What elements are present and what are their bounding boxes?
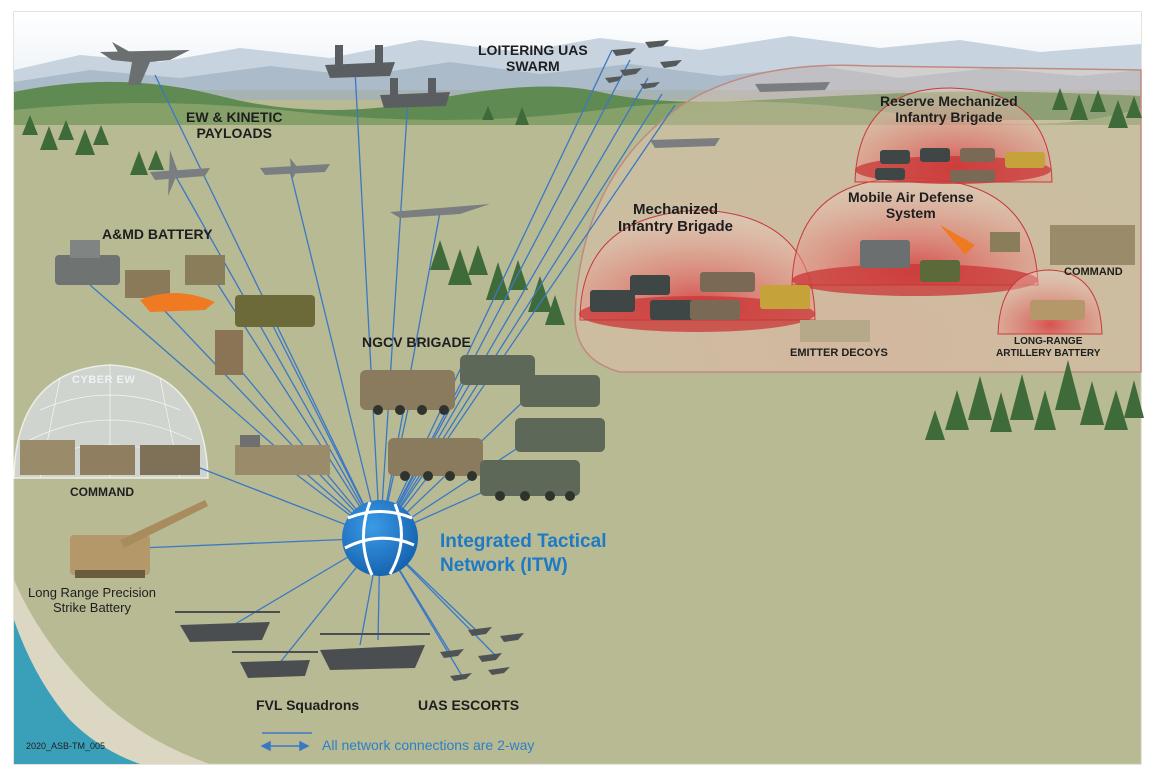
figure-id: 2020_ASB-TM_005 (26, 741, 106, 751)
tiltrotor-aircraft-icon (325, 45, 450, 108)
label-loitering-uas-swarm: LOITERING UAS SWARM (478, 42, 588, 75)
label-mobile-air-defense: Mobile Air Defense System (848, 189, 974, 222)
label-ngcv-brigade: NGCV BRIGADE (362, 334, 471, 350)
uav-drone-icon (150, 82, 830, 218)
enemy-tanks-icon (590, 148, 1135, 342)
command-post-icon (20, 435, 330, 475)
label-long-range-artillery: LONG-RANGE ARTILLERY BATTERY (996, 336, 1101, 359)
label-command-left: COMMAND (70, 485, 134, 499)
fighter-jet-icon (100, 42, 190, 85)
attack-helicopter-icon (175, 611, 430, 678)
uas-escort-drones-icon (440, 627, 524, 681)
howitzer-icon (70, 500, 208, 578)
hub-label-itw: Integrated Tactical Network (ITW) (440, 531, 607, 576)
sea-water (14, 620, 140, 764)
amd-battery-icon (55, 240, 315, 375)
label-fvl-squadrons: FVL Squadrons (256, 697, 360, 713)
itw-hub-globe (342, 500, 418, 576)
legend-text: All network connections are 2-way (322, 737, 535, 753)
label-reserve-mechanized-brigade: Reserve Mechanized Infantry Brigade (880, 93, 1018, 126)
two-way-arrow-icon (260, 732, 312, 752)
label-cyber-ew: CYBER EW (72, 374, 136, 386)
label-ew-kinetic-payloads: EW & KINETIC PAYLOADS (186, 109, 283, 142)
tree-clusters (22, 88, 1144, 440)
loitering-swarm-icon (605, 40, 682, 89)
label-command-right: COMMAND (1064, 266, 1123, 278)
label-long-range-precision-strike: Long Range Precision Strike Battery (28, 585, 156, 615)
label-uas-escorts: UAS ESCORTS (418, 697, 520, 713)
ngcv-vehicles-icon (360, 355, 605, 501)
label-amd-battery: A&MD BATTERY (102, 226, 213, 242)
label-emitter-decoys: EMITTER DECOYS (790, 347, 888, 359)
label-mechanized-infantry-brigade: Mechanized Infantry Brigade (618, 201, 734, 236)
